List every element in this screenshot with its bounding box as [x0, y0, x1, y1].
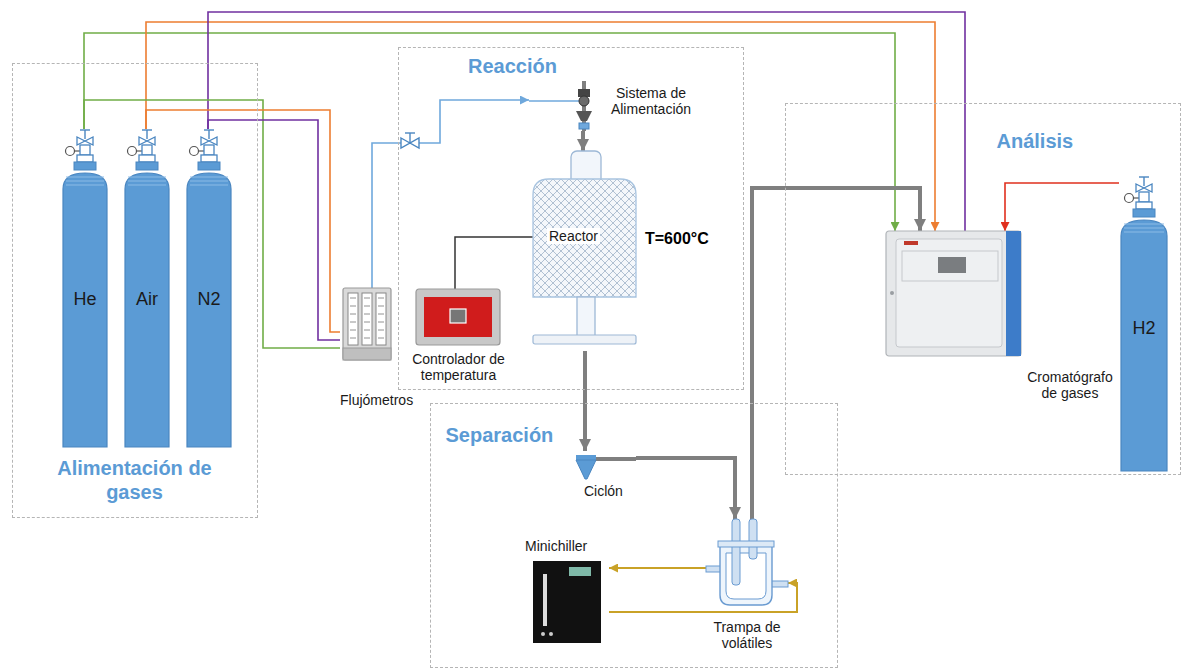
equipment-label: Controlador de temperatura: [406, 351, 511, 383]
pipe-line: [146, 110, 340, 332]
equipment-label: Sistema de Alimentación: [603, 85, 699, 117]
temperature-controller: Controlador de temperatura: [406, 289, 511, 387]
gas-cylinder: H2: [1119, 176, 1169, 471]
pipe-line: [1005, 183, 1119, 231]
pipe-line: [636, 458, 735, 519]
pipe-line: [372, 100, 529, 288]
group-region: SeparaciónCiclónMinichillerTrampa de vol…: [430, 403, 838, 668]
temperature-label: T=600°C: [645, 230, 709, 248]
equipment-label: Reactor: [547, 228, 600, 244]
equipment-label: Flujómetros: [340, 392, 420, 408]
gas-cylinder-outline: [123, 129, 171, 447]
pipe-line: [583, 351, 587, 451]
equipment-label: Trampa de volátiles: [706, 619, 788, 651]
reactor-vessel-outline: [533, 151, 636, 351]
cyclone-separator: Ciclón: [566, 451, 636, 503]
equipment-label: Minichiller: [525, 538, 609, 554]
feeder-system: Sistema de Alimentación: [529, 81, 701, 131]
flowmeter-bank-outline: [340, 288, 420, 410]
inlet-valve: [401, 133, 419, 148]
equipment-label: N2: [185, 289, 233, 309]
reactor-vessel: Reactor: [533, 151, 636, 351]
pipe-line: [455, 237, 533, 289]
group-heading: Análisis: [997, 129, 1117, 153]
gas-cylinder-outline: [185, 129, 233, 447]
gas-cylinder: He: [61, 129, 109, 447]
flowmeter-bank: Flujómetros: [340, 288, 420, 410]
gas-cylinder: Air: [123, 129, 171, 447]
group-region: Alimentación de gases He Air N2: [12, 63, 258, 518]
equipment-label: Cromatógrafo de gases: [1026, 369, 1114, 401]
pipe-line: [581, 131, 585, 151]
group-heading: Separación: [446, 423, 606, 447]
group-region: AnálisisCromatógrafo de gases H2: [785, 103, 1181, 475]
equipment-label: H2: [1119, 318, 1169, 338]
equipment-label: Ciclón: [584, 483, 636, 499]
minichiller-unit: Minichiller: [521, 536, 609, 646]
group-region: ReacciónSistema de AlimentaciónReactorCo…: [398, 47, 744, 390]
gas-cylinder-outline: [61, 129, 109, 447]
volatile-trap: Trampa de volátiles: [706, 519, 788, 654]
equipment-label: He: [61, 289, 109, 309]
pipe-line: [609, 567, 706, 569]
gas-cylinder: N2: [185, 129, 233, 447]
gas-chromatograph: Cromatógrafo de gases: [886, 231, 1114, 403]
equipment-label: Air: [123, 289, 171, 309]
group-heading: Reacción: [438, 54, 588, 78]
group-heading: Alimentación de gases: [45, 456, 225, 504]
